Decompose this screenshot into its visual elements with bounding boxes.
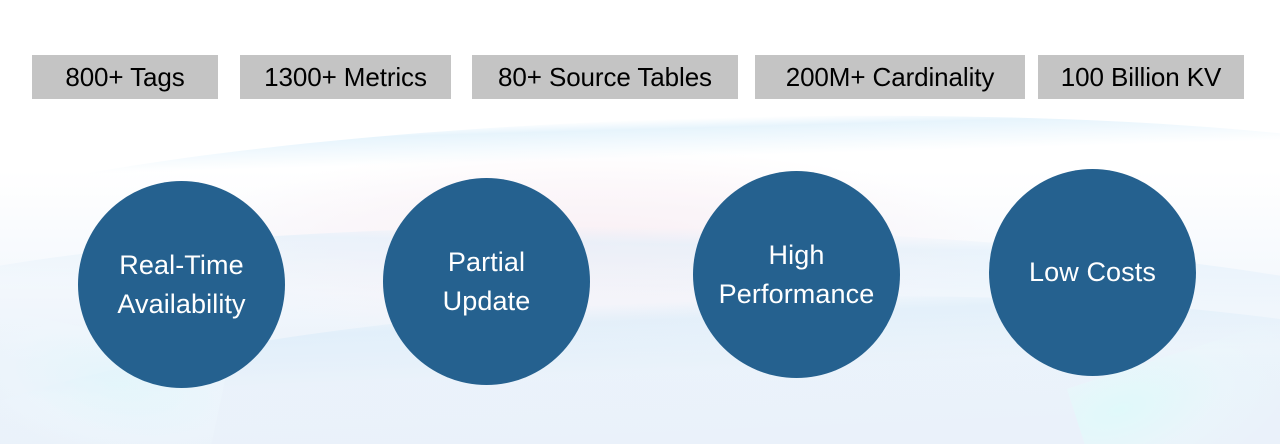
feature-circle-label: Real-Time Availability — [117, 250, 246, 319]
feature-circle-label: Low Costs — [1029, 257, 1156, 288]
feature-circle-label: Partial Update — [442, 247, 531, 316]
metric-tag-label: 800+ Tags — [65, 62, 185, 92]
metric-tag-row: 800+ Tags 1300+ Metrics 80+ Source Table… — [0, 55, 1280, 101]
feature-circle-high-performance: High Performance — [693, 171, 900, 378]
feature-circle-real-time-availability: Real-Time Availability — [78, 181, 285, 388]
metric-tag-label: 1300+ Metrics — [264, 62, 427, 92]
metric-tag-label: 80+ Source Tables — [498, 62, 712, 92]
metric-tag-source-tables: 80+ Source Tables — [472, 55, 738, 99]
metric-tag-metrics: 1300+ Metrics — [240, 55, 451, 99]
metric-tag-cardinality: 200M+ Cardinality — [755, 55, 1025, 99]
feature-circle-label: High Performance — [718, 240, 875, 309]
metric-tag-label: 200M+ Cardinality — [785, 62, 995, 92]
metric-tag-kv: 100 Billion KV — [1038, 55, 1244, 99]
feature-circle-low-costs: Low Costs — [989, 169, 1196, 376]
metric-tag-label: 100 Billion KV — [1060, 62, 1222, 92]
feature-circle-partial-update: Partial Update — [383, 178, 590, 385]
metric-tag-tags: 800+ Tags — [32, 55, 218, 99]
